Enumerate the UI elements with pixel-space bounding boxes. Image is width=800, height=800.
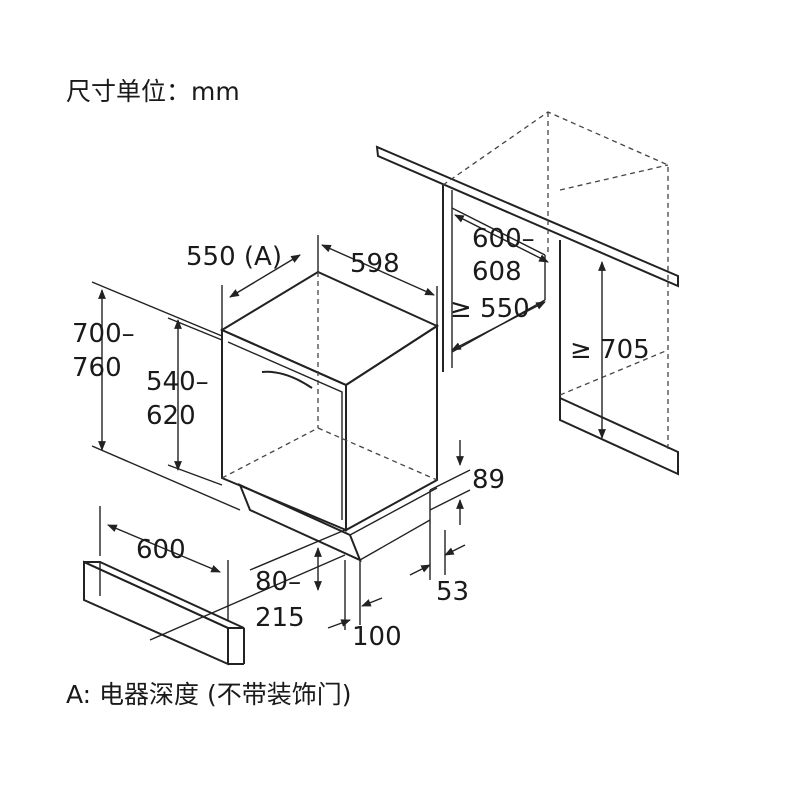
label-door-height-bottom: 620 [146, 401, 196, 431]
label-niche-width-bottom: 608 [472, 257, 522, 287]
label-niche-depth: ≥ 550 [450, 294, 530, 324]
dishwasher-body [219, 270, 440, 562]
label-toe-kick-bottom: 215 [255, 603, 305, 633]
dimension-lines [91, 214, 606, 641]
decor-plinth-strip [83, 560, 245, 666]
label-height-range-bottom: 760 [72, 353, 122, 383]
label-offset-53: 53 [436, 577, 469, 607]
units-title: 尺寸单位：mm [66, 77, 240, 106]
label-depth-a: 550 (A) [186, 242, 282, 272]
label-plinth-depth: 100 [352, 622, 402, 652]
label-niche-width-top: 600– [472, 224, 535, 254]
footnote: A: 电器深度 (不带装饰门) [66, 680, 352, 709]
cabinet-niche [375, 111, 679, 476]
label-strip-width: 600 [136, 535, 186, 565]
label-width: 598 [350, 249, 400, 279]
label-plinth-height: 89 [472, 465, 505, 495]
label-door-height-top: 540– [146, 367, 209, 397]
label-toe-kick-top: 80– [255, 567, 301, 597]
label-height-range-top: 700– [72, 319, 135, 349]
label-niche-height: ≥ 705 [570, 335, 650, 365]
